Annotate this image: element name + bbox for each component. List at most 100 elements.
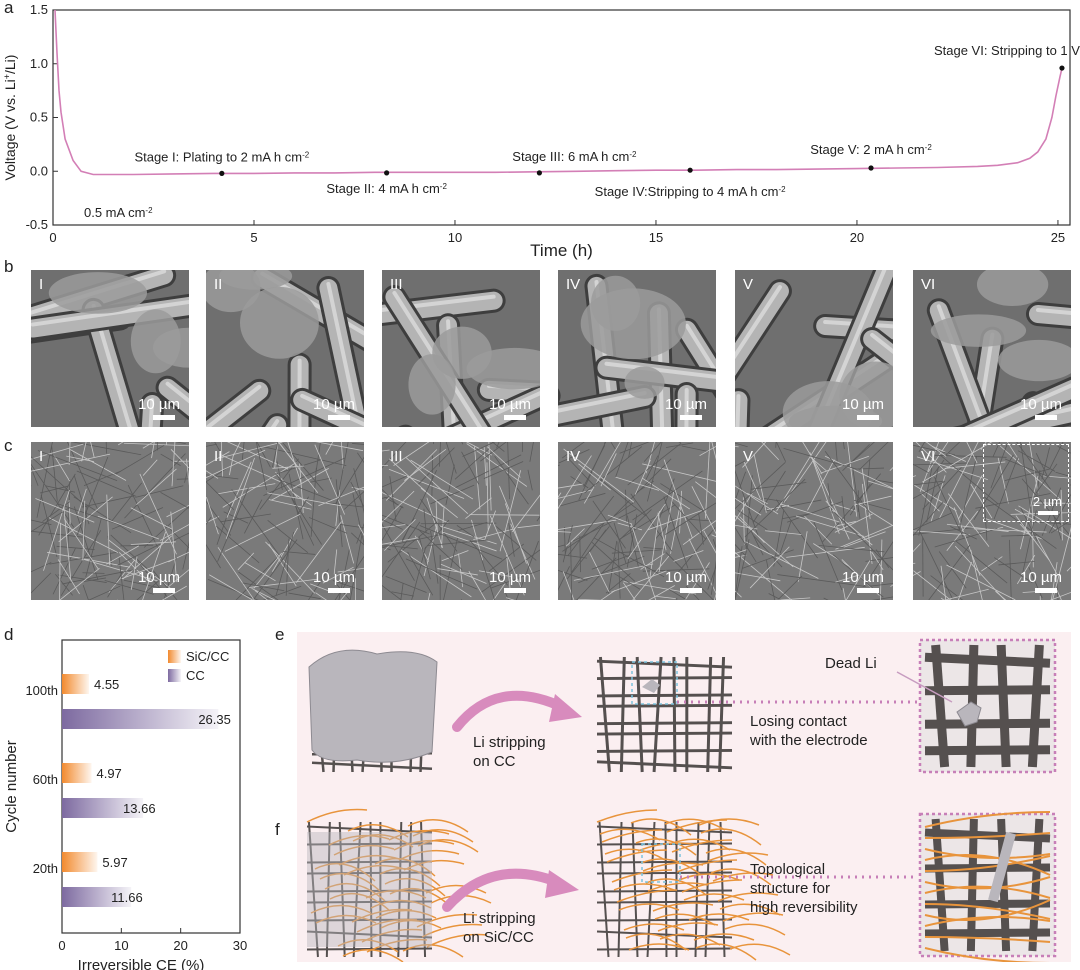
nanowire (802, 442, 823, 475)
panel-letter-b: b (4, 257, 14, 276)
nanowire (642, 477, 691, 510)
nanowire (314, 444, 345, 515)
sic-nanowire (306, 808, 368, 823)
nanowire (562, 571, 575, 600)
nanowire (231, 489, 284, 561)
li-deposit (153, 327, 189, 368)
nanowire (206, 516, 212, 526)
nanowire (461, 451, 480, 485)
nanowire (735, 497, 762, 516)
y-tick-label: -0.5 (26, 217, 48, 232)
li-deposit (239, 286, 319, 359)
nanowire (36, 442, 53, 518)
sem-texture (31, 270, 189, 427)
stage-label: Stage V: 2 mA h cm-2 (810, 142, 932, 157)
scale-bar (153, 588, 175, 593)
nanowire (993, 457, 1019, 520)
nanowire (766, 505, 790, 511)
bar-sic-cc (62, 852, 98, 872)
scale-bar-label: 10 µm (313, 569, 355, 586)
sic-nanowire (671, 839, 733, 853)
nanowire (206, 443, 217, 447)
nanowire (182, 541, 189, 570)
nanowire (238, 571, 279, 600)
nanowire (913, 481, 946, 499)
sic-nanowire (319, 872, 381, 892)
nanowire (118, 556, 125, 600)
sem-stage-label: I (39, 448, 44, 465)
nanowire (735, 546, 743, 600)
nanowire (382, 521, 421, 578)
li-deposit (782, 381, 874, 427)
fiber (924, 718, 1051, 729)
nanowire (913, 463, 929, 474)
fiber-highlight (326, 282, 361, 427)
nanowire (47, 551, 131, 568)
nanowire (600, 453, 617, 487)
nanowire (515, 540, 539, 600)
nanowire (54, 455, 71, 482)
panel-letter-e: e (275, 625, 285, 644)
nanowire (206, 543, 222, 569)
sem-stage-label: VI (921, 276, 936, 293)
fiber (677, 320, 716, 393)
sic-nanowire (645, 878, 707, 896)
nanowire (973, 528, 1047, 533)
nanowire (420, 522, 497, 525)
li-deposit (48, 272, 148, 314)
nanowire (385, 449, 438, 501)
nanowire (735, 526, 757, 563)
arrow-head (545, 870, 579, 898)
sic-nanowire (700, 828, 762, 846)
x-tick-label: 20 (850, 230, 864, 245)
nanowire (350, 481, 364, 508)
fiber (598, 656, 611, 773)
nanowire (382, 505, 403, 542)
nanowire (825, 500, 843, 520)
nanowire (117, 543, 161, 566)
li-deposit (998, 339, 1071, 382)
sic-nanowire (402, 944, 464, 958)
panel-letter-d: d (4, 625, 14, 644)
sic-nanowire (379, 867, 441, 887)
sem-texture (31, 442, 189, 600)
nanowire (142, 442, 155, 449)
inset-scale-label: 2 µm (1032, 494, 1062, 509)
scale-bar (857, 588, 879, 593)
nanowire (118, 552, 149, 582)
nanowire (315, 442, 364, 452)
fiber (1028, 304, 1071, 327)
nanowire (507, 442, 510, 500)
nanowire (488, 543, 525, 572)
fiber (596, 947, 733, 951)
nanowire (634, 459, 651, 495)
nanowire (913, 444, 955, 456)
fiber-highlight (604, 361, 716, 379)
nanowire (779, 520, 792, 554)
nanowire (663, 496, 689, 569)
sic-nanowire (315, 914, 377, 924)
nanowire (82, 500, 86, 561)
nanowire (981, 556, 1003, 572)
sic-nanowire (652, 902, 714, 912)
nanowire (209, 574, 254, 600)
fiber (596, 748, 733, 753)
nanowire (108, 559, 136, 593)
sic-nanowire (698, 818, 760, 826)
nanowire (382, 537, 419, 545)
nanowire (735, 460, 746, 467)
nanowire (913, 501, 944, 537)
nanowire (400, 549, 472, 598)
legend-label: CC (186, 668, 205, 683)
nanowire (611, 570, 667, 593)
fiber-highlight (31, 299, 189, 327)
nanowire (135, 485, 184, 498)
nanowire (171, 532, 189, 542)
nanowire (31, 456, 88, 508)
nanowire (353, 468, 364, 514)
nanowire (426, 497, 443, 548)
sic-nanowire (421, 923, 483, 938)
nanowire (742, 442, 767, 468)
plot-frame (52, 9, 1071, 226)
